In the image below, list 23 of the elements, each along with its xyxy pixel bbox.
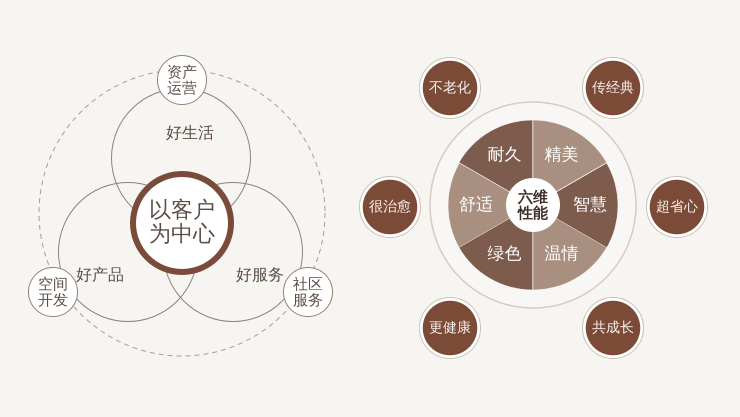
- circle-label: 好产品: [75, 266, 125, 284]
- circle-label: 以客户为中心: [148, 199, 216, 248]
- circle-label: 绿色: [486, 244, 522, 264]
- small-circle: [157, 55, 207, 105]
- circle-label: 六维性能: [516, 188, 549, 222]
- small-circle: [28, 267, 78, 317]
- circle-label: 空间开发: [37, 276, 69, 308]
- circle-label: 社区服务: [292, 276, 324, 308]
- circle-label: 智慧: [572, 196, 608, 214]
- circle-label: 很治愈: [368, 200, 412, 215]
- circle-label: 更健康: [428, 320, 472, 336]
- circle-label: 共成长: [591, 320, 635, 336]
- circle-label: 资产运营: [166, 64, 198, 96]
- circle-label: 超省心: [655, 200, 699, 215]
- circle-label: 不老化: [428, 80, 472, 96]
- circle-label: 传经典: [591, 80, 635, 96]
- circle-label: 舒适: [458, 196, 494, 214]
- circle-label: 好生活: [165, 124, 215, 142]
- circle-label: 精美: [544, 146, 580, 165]
- circle-label: 温情: [544, 244, 580, 264]
- circle-label: 好服务: [235, 266, 285, 284]
- small-circle: [283, 267, 333, 317]
- circle-label: 耐久: [486, 146, 522, 165]
